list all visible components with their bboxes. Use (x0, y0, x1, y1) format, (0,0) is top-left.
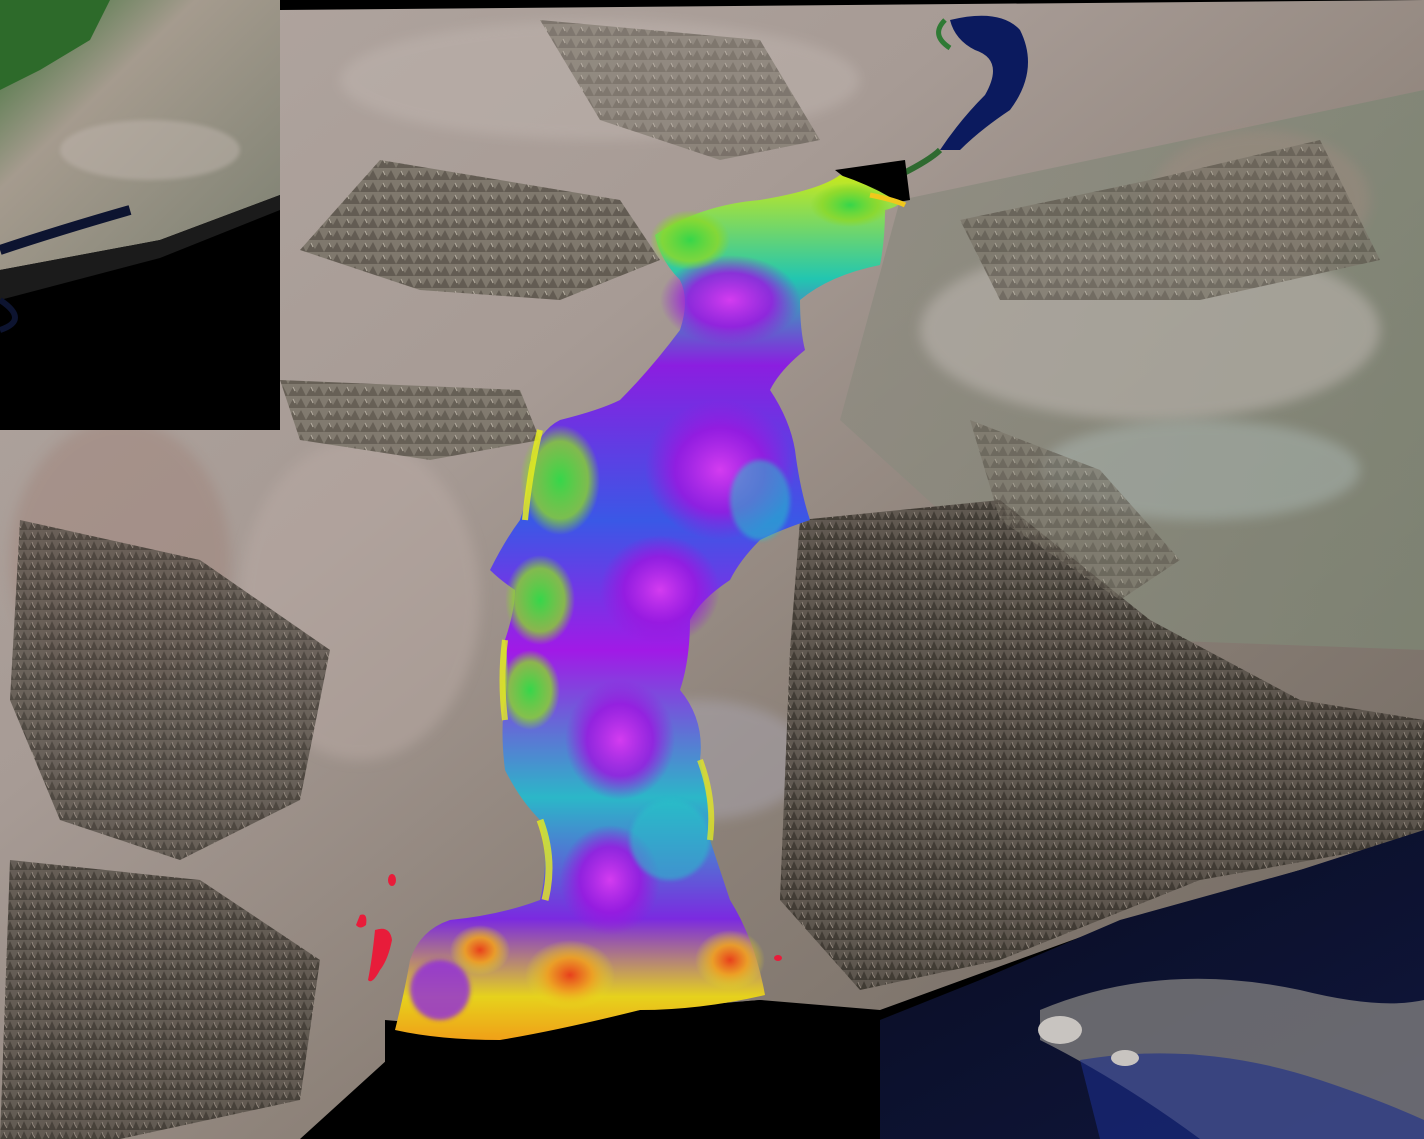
sea-water (860, 830, 1424, 1139)
inset-3d-block-view (0, 0, 280, 430)
red-hotspot-markers (356, 874, 782, 982)
mountain-ridges (0, 20, 1424, 1139)
elevation-overlay-rainbow (395, 175, 907, 1040)
